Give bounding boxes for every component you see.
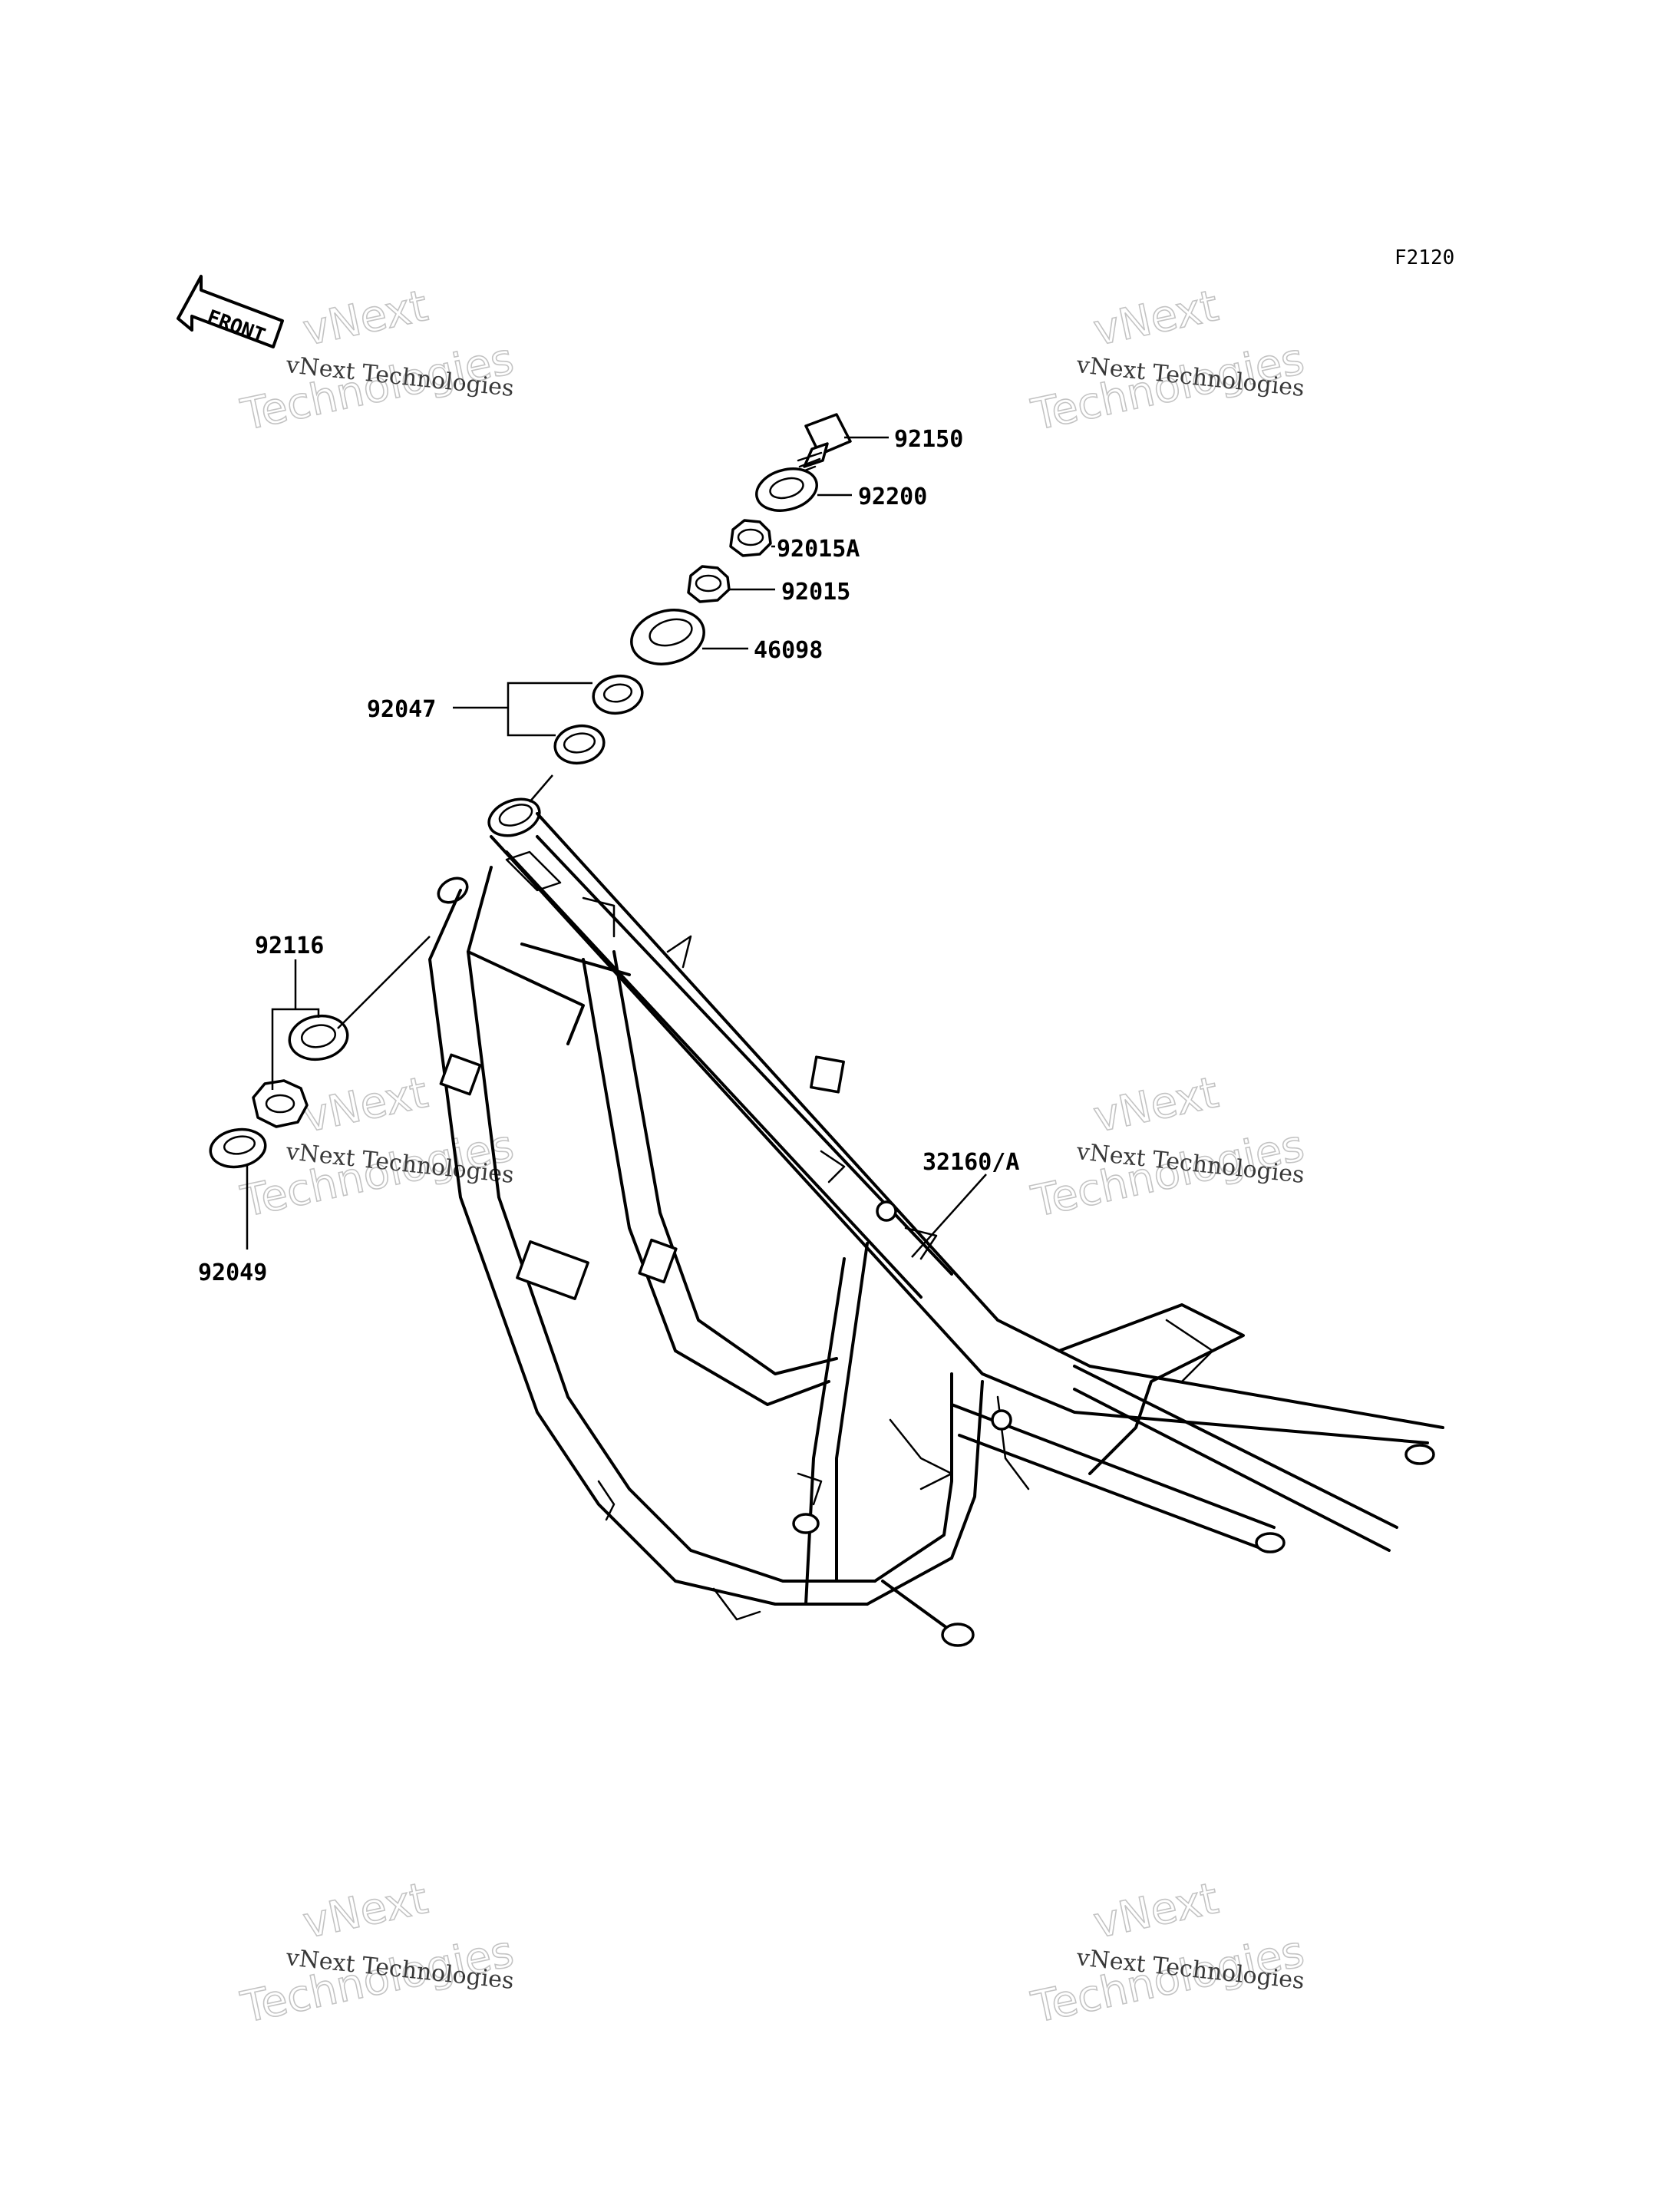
part-92200-washer[interactable]: 92200 (752, 463, 928, 517)
part-label-92049[interactable]: 92049 (198, 1259, 267, 1286)
watermark-big-1: vNext (299, 1068, 432, 1143)
watermark-big-1: vNext (1089, 1874, 1223, 1949)
part-46098-seal[interactable]: 46098 (625, 602, 823, 672)
part-label-92200[interactable]: 92200 (858, 484, 927, 510)
watermark-big-1: vNext (1089, 281, 1223, 356)
part-label-46098[interactable]: 46098 (754, 637, 823, 664)
part-92150-bolt[interactable]: 92150 (797, 413, 963, 473)
front-arrow-icon: FRONT (177, 275, 284, 348)
watermark-big-1: vNext (299, 281, 432, 356)
figure-code: F2120 (1394, 246, 1454, 269)
part-label-92116[interactable]: 92116 (255, 933, 324, 959)
part-92049-seal[interactable]: 92049 (198, 1125, 269, 1286)
part-label-92015[interactable]: 92015 (781, 579, 850, 606)
part-label-92150[interactable]: 92150 (894, 426, 963, 453)
part-92015A-nut[interactable]: 92015A (729, 519, 860, 563)
part-92047-bearing-set[interactable]: 92047 (367, 672, 645, 767)
part-32160A-frame[interactable]: 32160/A (428, 774, 1444, 1647)
part-92015-nut[interactable]: 92015 (687, 565, 850, 606)
part-label-92047[interactable]: 92047 (367, 696, 436, 723)
watermark-big-1: vNext (299, 1874, 432, 1949)
part-92116-bearing-set[interactable]: 92116 (252, 933, 431, 1128)
part-label-92015A[interactable]: 92015A (777, 536, 860, 563)
watermark-big-1: vNext (1089, 1068, 1223, 1143)
part-label-32160A[interactable]: 32160/A (923, 1149, 1019, 1176)
watermark: vNext Technologies vNext Technologies vN… (236, 280, 1309, 2033)
